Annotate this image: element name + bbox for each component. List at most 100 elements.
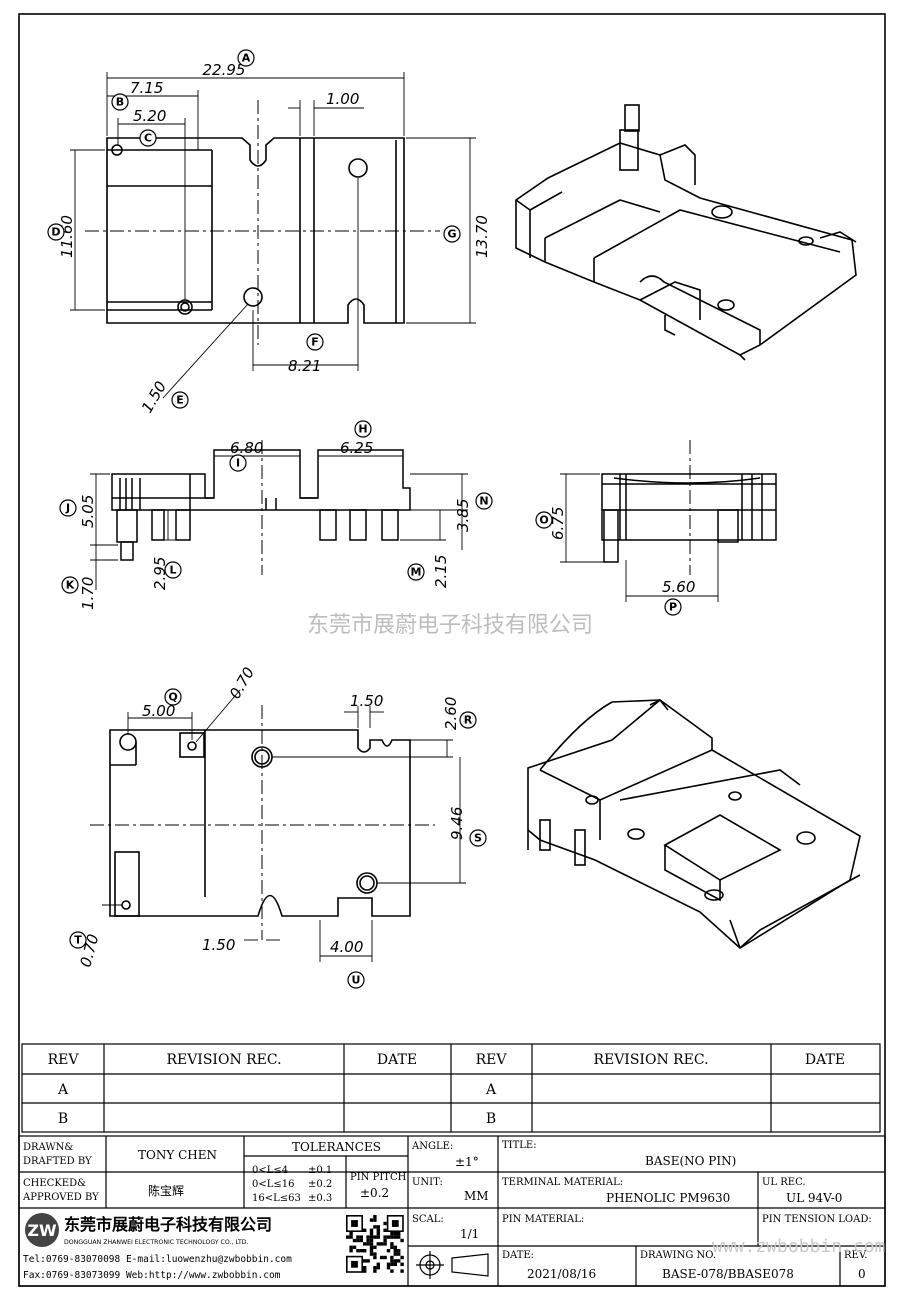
marker-o: O <box>539 514 548 527</box>
ul-value: UL 94V-0 <box>786 1191 842 1205</box>
svg-text:ZW: ZW <box>27 1221 57 1240</box>
qr-module <box>393 1245 397 1249</box>
marker-circle-p <box>664 598 682 616</box>
qr-module <box>373 1269 377 1273</box>
tolerances-label: TOLERANCES <box>292 1140 381 1154</box>
company-fax: Fax:0769-83073099 Web:http://www.zwbobbi… <box>23 1270 281 1281</box>
qr-module <box>369 1232 374 1236</box>
qr-module <box>352 1245 357 1249</box>
marker-circle-l <box>164 561 182 579</box>
qr-finder-center <box>391 1220 399 1227</box>
side-view <box>601 473 777 563</box>
qr-module <box>397 1232 401 1236</box>
qr-module <box>359 1235 363 1239</box>
qr-module <box>393 1232 397 1236</box>
title-value: BASE(NO PIN) <box>645 1154 736 1168</box>
qr-module <box>369 1238 374 1243</box>
drawn-label-2: DRAFTED BY <box>23 1156 92 1167</box>
date-header-2: DATE <box>805 1052 845 1068</box>
qr-module <box>397 1252 401 1256</box>
unit-label: UNIT: <box>412 1177 443 1188</box>
qr-module <box>349 1245 353 1249</box>
angle-value: ±1° <box>455 1155 479 1169</box>
tol-value-3: ±0.3 <box>308 1193 332 1204</box>
drawing-label: DRAWING NO. <box>640 1250 716 1261</box>
qr-module <box>356 1235 360 1239</box>
qr-module <box>369 1218 374 1222</box>
marker-u: U <box>352 974 361 987</box>
marker-circle-b <box>111 93 129 111</box>
isometric-top-view <box>515 104 857 361</box>
qr-module <box>359 1249 363 1253</box>
qr-module <box>383 1242 387 1246</box>
qr-module <box>390 1235 394 1239</box>
qr-module <box>376 1228 380 1232</box>
qr-module <box>359 1238 363 1243</box>
dim-D: 11.60 <box>58 215 76 258</box>
qr-module <box>366 1242 370 1246</box>
bottom-view-dimlines <box>102 689 466 962</box>
pin-tension-label: PIN TENSION LOAD: <box>762 1214 872 1225</box>
qr-module <box>376 1225 380 1229</box>
dim-P: 5.60 <box>662 578 695 596</box>
qr-module <box>349 1232 353 1236</box>
qr-module <box>369 1235 374 1239</box>
marker-circle-h <box>354 420 372 438</box>
marker-g: G <box>447 228 456 241</box>
qr-module <box>363 1242 367 1246</box>
rev-row-a-right: A <box>485 1082 497 1098</box>
dim-E: 1.50 <box>138 378 170 416</box>
qr-module <box>376 1266 380 1270</box>
marker-k: K <box>66 579 75 592</box>
angle-label: ANGLE: <box>411 1141 453 1152</box>
marker-s: S <box>474 832 482 845</box>
qr-module <box>386 1249 391 1253</box>
qr-module <box>346 1235 350 1239</box>
rev-row-a-left: A <box>57 1082 69 1098</box>
dim-I: 6.80 <box>230 439 263 457</box>
dim-J: 5.05 <box>79 495 97 528</box>
rev-row-b-left: B <box>58 1111 68 1127</box>
marker-m: M <box>411 566 422 579</box>
tol-value-1: ±0.1 <box>308 1165 332 1176</box>
tol-range-3: 16<L≤63 <box>252 1193 301 1204</box>
revision-header-2: REVISION REC. <box>593 1052 708 1068</box>
company-watermark: 东莞市展蔚电子科技有限公司 <box>307 613 593 638</box>
qr-module <box>390 1245 394 1249</box>
date-header-1: DATE <box>377 1052 417 1068</box>
dim-R: 2.60 <box>442 697 460 730</box>
marker-l: L <box>169 564 176 577</box>
marker-circle-u <box>347 971 365 989</box>
dim-Q: 5.00 <box>142 702 175 720</box>
pin-pitch-value: ±0.2 <box>360 1186 389 1200</box>
bottom-view-centerlines <box>90 705 435 940</box>
marker-a: A <box>242 52 251 65</box>
qr-module <box>356 1249 360 1253</box>
marker-r: R <box>464 714 473 727</box>
qr-module <box>393 1235 397 1239</box>
qr-module <box>356 1238 360 1243</box>
qr-module <box>369 1242 374 1246</box>
marker-circle-a <box>237 49 255 67</box>
qr-module <box>400 1255 404 1260</box>
qr-module <box>363 1228 367 1232</box>
marker-circle-m <box>407 563 425 581</box>
title-label: TITLE: <box>502 1140 537 1151</box>
qr-module <box>390 1262 394 1266</box>
dim-T2: 1.50 <box>202 936 235 954</box>
tol-value-2: ±0.2 <box>308 1179 332 1190</box>
rev-label: REV. <box>844 1250 867 1261</box>
qr-module <box>386 1262 391 1266</box>
qr-finder <box>345 1215 363 1233</box>
marker-p: P <box>669 601 677 614</box>
marker-circle-e <box>171 391 189 409</box>
qr-module <box>383 1255 387 1260</box>
tol-range-1: 0<L≤4 <box>252 1165 288 1176</box>
company-name-en: DONGGUAN ZHANWEI ELECTRONIC TECHNOLOGY C… <box>64 1239 249 1246</box>
qr-module <box>393 1249 397 1253</box>
marker-i: I <box>236 457 240 470</box>
marker-t: T <box>74 934 82 947</box>
marker-circle-r <box>459 711 477 729</box>
rev-header-2: REV <box>476 1052 508 1068</box>
